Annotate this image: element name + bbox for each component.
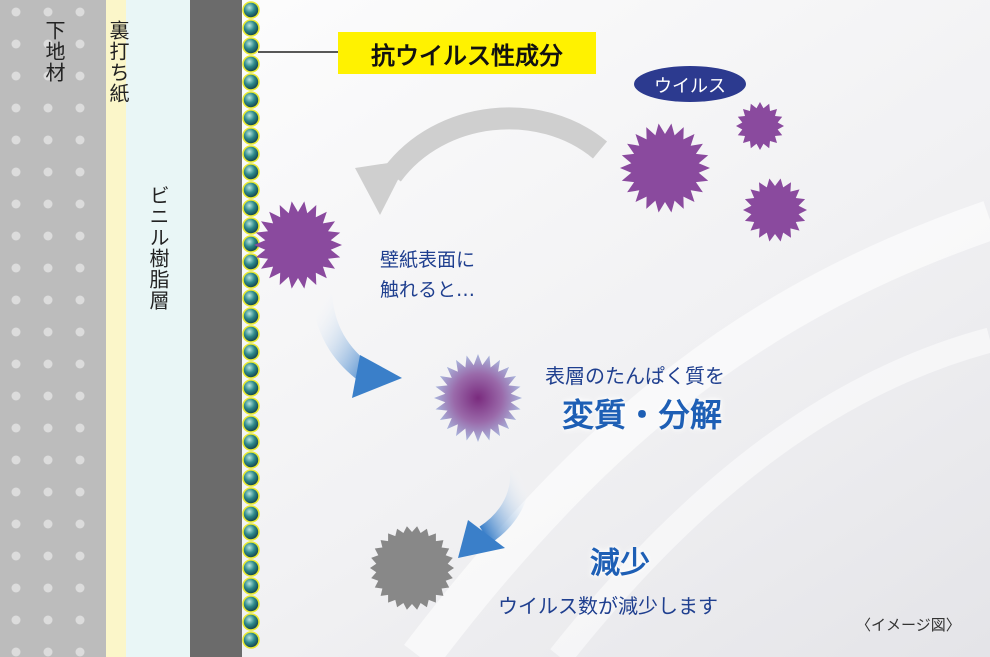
virus-touching-wall — [254, 201, 342, 289]
antiviral-bead — [242, 271, 260, 289]
blue-arrow-1-head — [352, 355, 402, 398]
touch-text-line2: 触れると… — [380, 279, 476, 301]
protein-text: 表層のたんぱく質を — [545, 364, 725, 388]
antiviral-bead — [242, 469, 260, 487]
substrate-label: 下地材 — [42, 20, 66, 83]
antiviral-bead — [242, 577, 260, 595]
antiviral-bead — [242, 253, 260, 271]
antiviral-bead — [242, 523, 260, 541]
antiviral-bead — [242, 559, 260, 577]
antiviral-bead — [242, 109, 260, 127]
blue-arrow-2-head — [458, 520, 505, 558]
antiviral-bead — [242, 379, 260, 397]
virus-medium — [743, 178, 807, 242]
substrate-dots — [0, 0, 106, 657]
antiviral-component-label: 抗ウイルス性成分 — [371, 42, 563, 70]
antiviral-bead — [242, 91, 260, 109]
antiviral-bead — [242, 181, 260, 199]
virus-badge-label: ウイルス — [654, 76, 726, 97]
antiviral-bead — [242, 541, 260, 559]
antiviral-bead — [242, 19, 260, 37]
virus-large — [620, 123, 710, 213]
antiviral-bead — [242, 145, 260, 163]
virus-denaturing — [434, 354, 522, 442]
antiviral-bead — [242, 307, 260, 325]
antiviral-bead — [242, 487, 260, 505]
touch-text: 壁紙表面に 触れると… — [380, 245, 475, 305]
vinyl-layer — [126, 0, 190, 657]
antiviral-bead — [242, 433, 260, 451]
antiviral-bead — [242, 343, 260, 361]
antiviral-bead — [242, 505, 260, 523]
antiviral-bead — [242, 163, 260, 181]
antiviral-bead — [242, 613, 260, 631]
blue-arrow-2-shaft — [479, 469, 531, 544]
denature-heading: 変質・分解 — [562, 396, 723, 434]
antiviral-bead — [242, 37, 260, 55]
antiviral-bead — [242, 325, 260, 343]
virus-reduced — [370, 526, 454, 610]
virus-badge-pill — [634, 66, 746, 102]
antiviral-bead — [242, 631, 260, 649]
vinyl-layer-label: ビニル樹脂層 — [146, 185, 170, 311]
antiviral-bead — [242, 415, 260, 433]
antiviral-bead — [242, 451, 260, 469]
image-caption: 〈イメージ図〉 — [856, 616, 961, 634]
reduce-heading: 減少 — [590, 546, 650, 581]
background-swoosh — [550, 327, 990, 657]
antiviral-bead-column — [242, 1, 260, 649]
antiviral-bead — [242, 73, 260, 91]
antiviral-bead — [242, 217, 260, 235]
backing-paper-layer — [106, 0, 126, 657]
antiviral-bead — [242, 289, 260, 307]
antiviral-bead — [242, 199, 260, 217]
touch-text-line1: 壁紙表面に — [380, 249, 476, 271]
antiviral-bead — [242, 595, 260, 613]
antiviral-bead — [242, 361, 260, 379]
highlight-box — [338, 32, 596, 74]
antiviral-bead — [242, 397, 260, 415]
antiviral-bead — [242, 127, 260, 145]
antiviral-bead — [242, 55, 260, 73]
antiviral-bead — [242, 1, 260, 19]
backing-paper-label: 裏打ち紙 — [106, 20, 130, 104]
virus-group — [254, 102, 807, 610]
reduce-description: ウイルス数が減少します — [498, 594, 718, 618]
gray-arrow-head — [355, 160, 408, 215]
gray-arrow-shaft — [383, 107, 608, 182]
virus-small — [736, 102, 784, 150]
background-swoosh — [404, 201, 990, 657]
surface-layer — [190, 0, 242, 657]
